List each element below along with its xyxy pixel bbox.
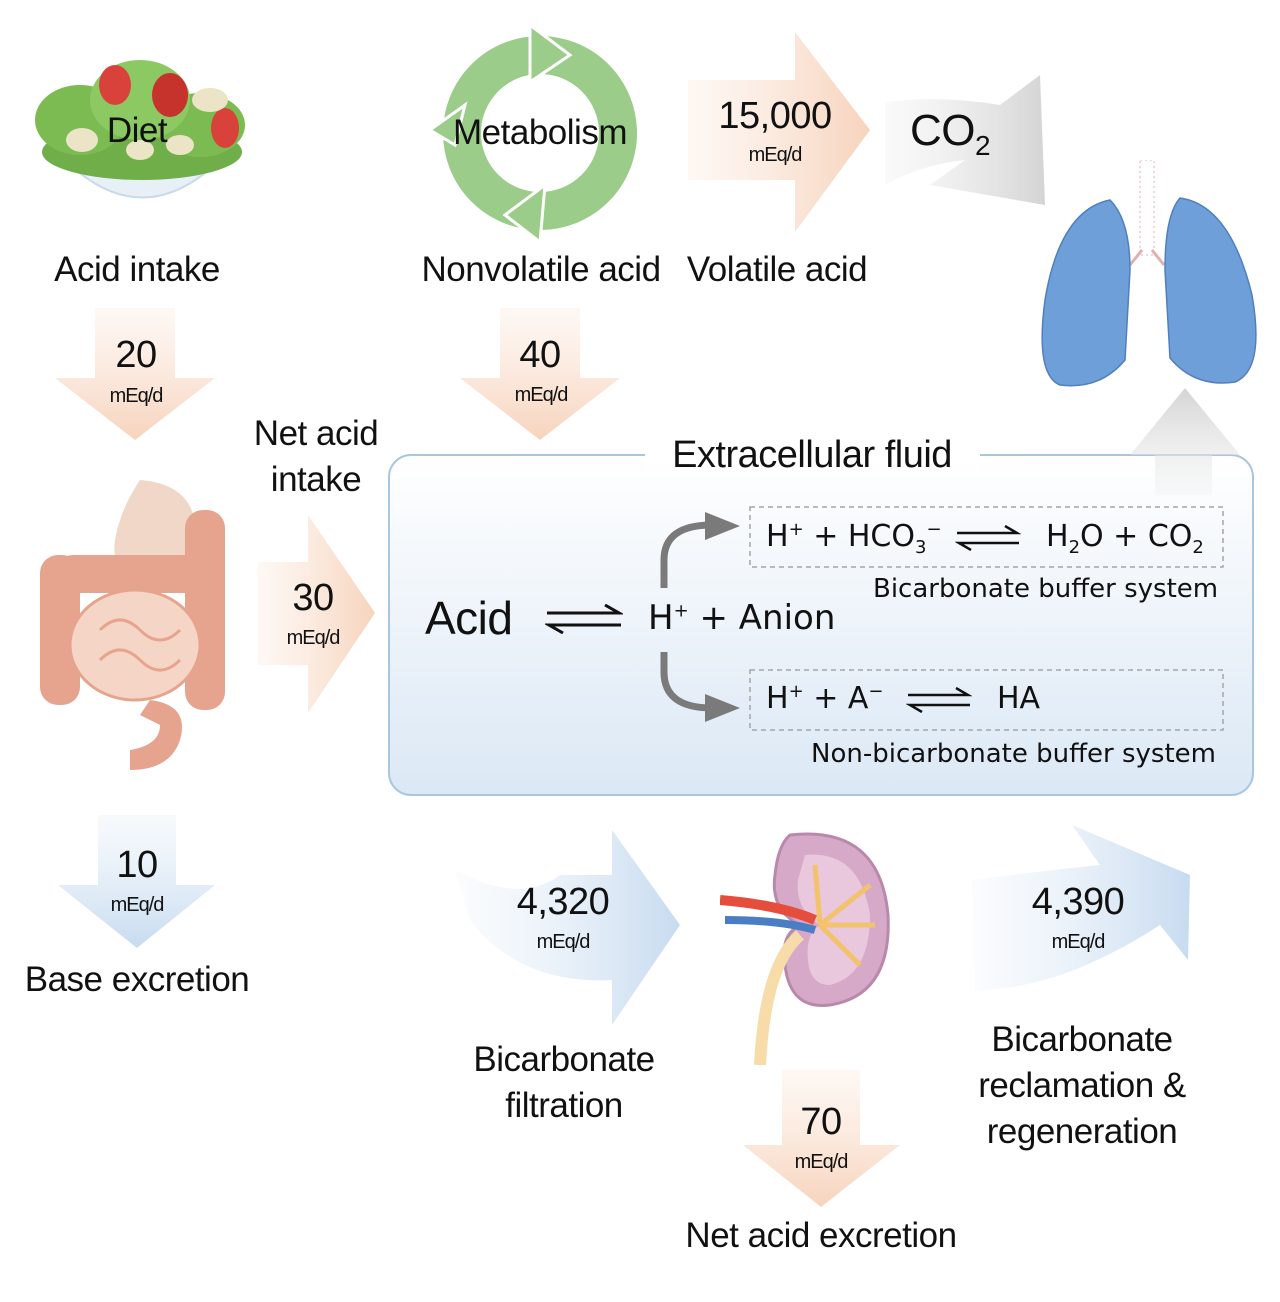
equilibrium-arrow-nonbicarbonate <box>906 687 972 713</box>
diet-label: Diet <box>106 111 168 150</box>
base-excretion-arrow <box>58 815 215 948</box>
nonvolatile-acid-unit: mEq/d <box>514 384 569 406</box>
net-acid-excretion-unit: mEq/d <box>794 1151 849 1173</box>
kidney-icon <box>720 832 890 1065</box>
acid-intake-unit: mEq/d <box>109 385 164 407</box>
bicarbonate-reclamation-value: 4,390 <box>1031 881 1125 923</box>
ecf-title-mask <box>645 440 980 470</box>
bicarbonate-filtration-value: 4,320 <box>516 881 610 923</box>
bicarbonate-equation-right: H2O + CO2 <box>1046 519 1204 558</box>
cycle-arrows-icon <box>427 22 637 240</box>
branch-arrow-up-head <box>705 512 740 540</box>
net-acid-intake-caption-line2: intake <box>270 460 362 499</box>
net-acid-intake-caption-line1: Net acid <box>253 414 379 453</box>
nonbicarbonate-buffer-caption: Non-bicarbonate buffer system <box>811 739 1216 769</box>
bicarbonate-equation-left: H+ + HCO3− <box>766 519 942 558</box>
equilibrium-arrow-main <box>545 604 623 634</box>
bicarbonate-reclamation-unit: mEq/d <box>1051 931 1106 953</box>
metabolism-down-arrow <box>460 308 620 440</box>
base-excretion-unit: mEq/d <box>110 894 165 916</box>
salad-bowl-icon <box>35 60 245 199</box>
ecf-to-lungs-arrow <box>1130 388 1240 495</box>
volatile-acid-arrow <box>688 32 870 232</box>
nonvolatile-acid-value: 40 <box>519 334 561 376</box>
net-acid-excretion-caption: Net acid excretion <box>685 1216 957 1255</box>
co2-label: CO2 <box>910 106 991 161</box>
base-excretion-value: 10 <box>116 844 158 886</box>
net-acid-intake-arrow <box>258 515 375 713</box>
acid-label: Acid <box>425 592 513 644</box>
bicarbonate-reclamation-arrow <box>972 825 1190 990</box>
metabolism-label: Metabolism <box>453 113 627 152</box>
nonvolatile-acid-caption: Nonvolatile acid <box>421 250 661 289</box>
bicarbonate-reclamation-caption-line3: regeneration <box>986 1112 1178 1151</box>
bicarbonate-reclamation-caption-line1: Bicarbonate <box>991 1020 1173 1059</box>
branch-arrow-down-head <box>705 694 740 722</box>
intestine-icon <box>40 480 225 770</box>
branch-arrow-up <box>660 521 713 588</box>
nonbicarbonate-equation-right: HA <box>997 681 1041 716</box>
co2-arrow <box>885 75 1045 205</box>
bicarbonate-filtration-caption-line2: filtration <box>505 1086 623 1125</box>
net-acid-intake-value: 30 <box>292 577 334 619</box>
bicarbonate-filtration-unit: mEq/d <box>536 931 591 953</box>
volatile-acid-caption: Volatile acid <box>686 250 868 289</box>
diet-down-arrow <box>55 308 215 440</box>
base-excretion-caption: Base excretion <box>24 960 250 999</box>
volatile-acid-unit: mEq/d <box>748 144 803 166</box>
branch-arrow-down <box>660 652 713 712</box>
nonbicarbonate-buffer-box <box>749 669 1224 731</box>
acid-intake-caption: Acid intake <box>54 250 220 289</box>
bicarbonate-buffer-caption: Bicarbonate buffer system <box>873 574 1219 604</box>
bicarbonate-filtration-arrow <box>455 830 680 1025</box>
nonbicarbonate-equation-left: H+ + A− <box>766 681 884 716</box>
acid-intake-value: 20 <box>115 334 157 376</box>
net-acid-excretion-arrow <box>743 1070 900 1207</box>
bicarbonate-filtration-caption-line1: Bicarbonate <box>473 1040 655 1079</box>
lungs-icon <box>1041 160 1257 387</box>
bicarbonate-reclamation-caption-line2: reclamation & <box>978 1066 1186 1105</box>
equilibrium-arrow-bicarbonate <box>955 525 1021 551</box>
h-plus-anion: H+ + Anion <box>648 598 836 638</box>
bicarbonate-buffer-box <box>749 506 1224 568</box>
ecf-title: Extracellular fluid <box>672 434 952 476</box>
net-acid-excretion-value: 70 <box>800 1101 842 1143</box>
volatile-acid-value: 15,000 <box>718 95 832 137</box>
net-acid-intake-unit: mEq/d <box>286 627 341 649</box>
